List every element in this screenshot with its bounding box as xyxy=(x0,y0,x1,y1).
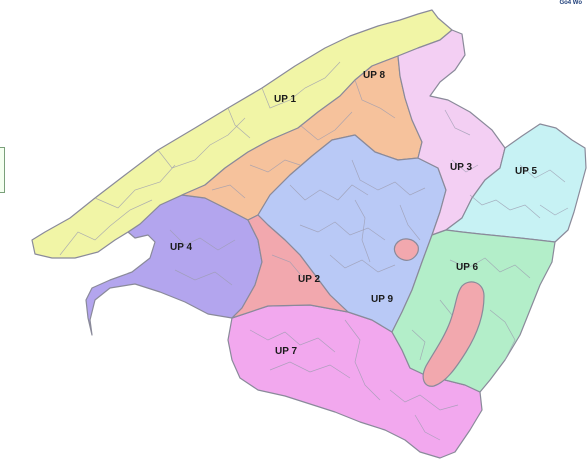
label-up6: UP 6 xyxy=(456,262,478,273)
municipality-borders xyxy=(59,61,569,441)
pink-patch-east xyxy=(422,281,485,387)
label-up5: UP 5 xyxy=(515,166,537,177)
side-marker xyxy=(0,147,5,193)
label-up3: UP 3 xyxy=(450,162,472,173)
pink-patch-central xyxy=(393,238,419,261)
label-up8: UP 8 xyxy=(363,70,385,81)
corner-credit-text: Go4 Wo xyxy=(559,0,582,6)
region-up2[interactable] xyxy=(231,214,349,319)
label-up7: UP 7 xyxy=(275,346,297,357)
label-up2: UP 2 xyxy=(298,274,320,285)
label-up9: UP 9 xyxy=(371,294,393,305)
label-up1: UP 1 xyxy=(274,94,296,105)
label-up4: UP 4 xyxy=(170,242,192,253)
